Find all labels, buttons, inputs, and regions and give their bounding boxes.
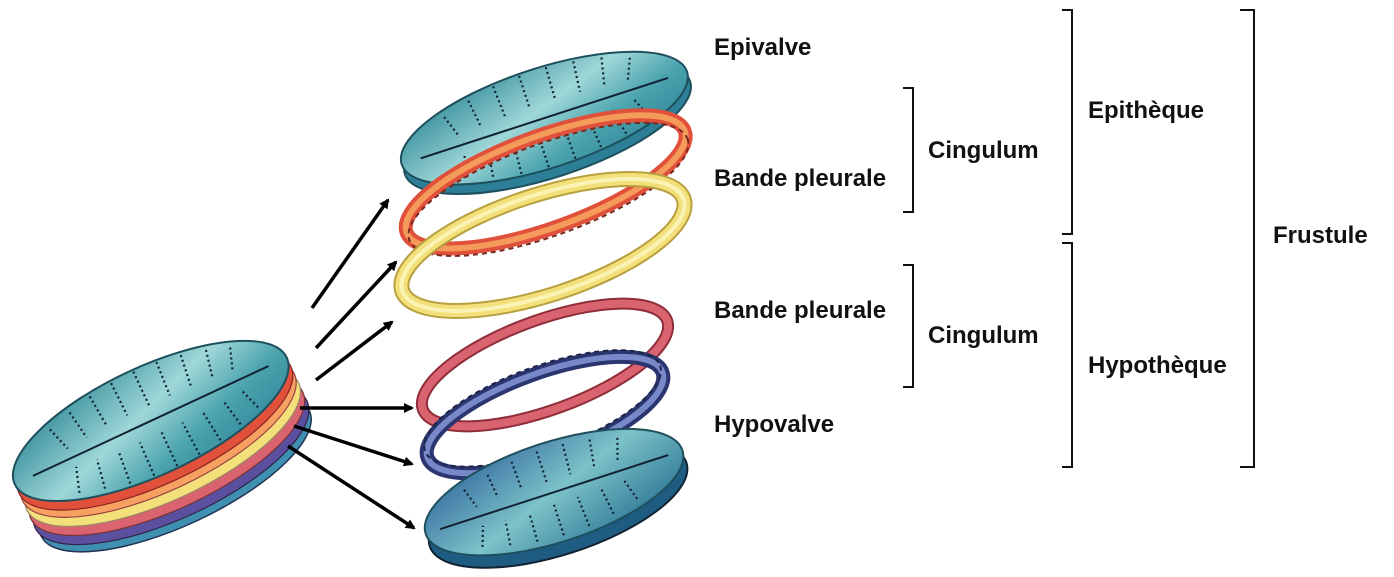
label-cingulum-bottom: Cingulum: [928, 322, 1039, 349]
bracket-cingulum-top: [903, 88, 913, 212]
bracket-frustule: [1240, 10, 1254, 467]
label-epivalve: Epivalve: [714, 34, 811, 61]
bracket-hypotheque: [1062, 243, 1072, 467]
explode-arrows: [288, 200, 414, 528]
arrow-to-navy-band: [294, 426, 412, 464]
arrow-to-epivalve: [312, 200, 388, 308]
label-cingulum-top: Cingulum: [928, 137, 1039, 164]
label-hypovalve: Hypovalve: [714, 411, 834, 438]
bracket-cingulum-bottom: [903, 265, 913, 387]
label-frustule: Frustule: [1273, 222, 1368, 249]
arrow-to-red-band: [316, 262, 396, 348]
label-bande-pleurale-top: Bande pleurale: [714, 165, 886, 192]
label-hypotheque: Hypothèque: [1088, 352, 1227, 379]
part-labels: Epivalve Bande pleurale Bande pleurale H…: [714, 34, 1368, 438]
whole-frustule-illustration: [0, 309, 333, 577]
label-bande-pleurale-bottom: Bande pleurale: [714, 297, 886, 324]
bracket-epitheque: [1062, 10, 1072, 234]
arrow-to-yellow-band: [316, 322, 392, 380]
brackets: [903, 10, 1254, 467]
label-epitheque: Epithèque: [1088, 97, 1204, 124]
